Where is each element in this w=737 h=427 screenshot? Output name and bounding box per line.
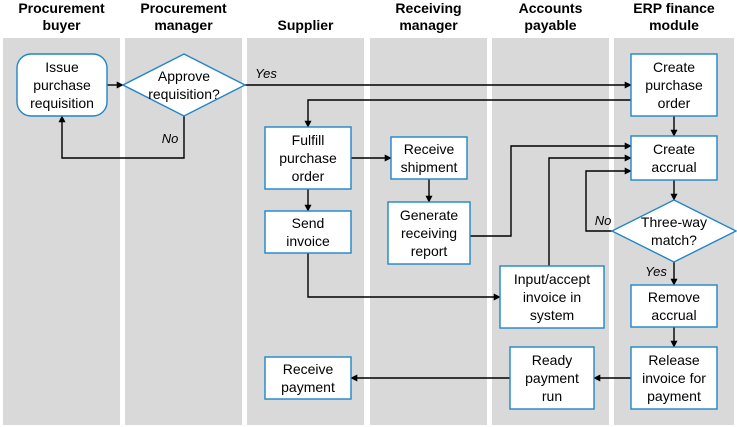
edge-label-text: Yes	[645, 264, 667, 279]
lane-header-text: Accounts	[519, 0, 583, 16]
lane-header-text: Supplier	[277, 17, 334, 33]
edge-generate-report-to-create-accrual	[470, 142, 632, 237]
node-fulfill-purchase-order: Fulfill purchase order	[264, 126, 352, 190]
node-release-invoice-for-payment: Release invoice for payment	[630, 346, 718, 410]
process-box	[390, 136, 468, 180]
node-create-purchase-order: Create purchase order	[630, 53, 718, 117]
node-label-text: shipment	[401, 159, 458, 175]
node-label-text: payment	[647, 388, 701, 404]
node-create-accrual: Create accrual	[630, 135, 718, 181]
process-box	[264, 126, 352, 190]
edge-label-text: No	[162, 131, 179, 146]
node-label-text: order	[292, 168, 325, 184]
node-receive-shipment: Receive shipment	[390, 136, 468, 180]
lane-header-text: Procurement	[18, 0, 105, 16]
decision-diamond	[610, 199, 737, 263]
node-label-text: Fulfill	[292, 132, 325, 148]
process-box	[630, 53, 718, 117]
process-box	[264, 356, 352, 400]
node-label-text: payment	[281, 379, 335, 395]
node-label-text: payment	[525, 370, 579, 386]
node-issue-purchase-requisition: Issue purchase requisition	[16, 53, 108, 117]
edge-label-text: No	[595, 213, 612, 228]
start-terminal	[16, 53, 108, 117]
connector-arrow	[307, 253, 501, 301]
node-send-invoice: Send invoice	[264, 210, 352, 254]
process-box	[264, 210, 352, 254]
process-box	[630, 284, 718, 328]
node-label-text: Create	[653, 141, 695, 157]
edge-approve-no-to-issue: No	[58, 115, 185, 159]
node-label-text: match?	[651, 232, 697, 248]
node-label-text: run	[542, 388, 562, 404]
connector-arrow	[58, 115, 185, 159]
node-label-text: purchase	[279, 150, 337, 166]
process-box	[509, 346, 595, 410]
edge-send-invoice-to-input-accept	[307, 253, 501, 301]
node-label-text: Input/accept	[514, 271, 590, 287]
lane-header-text: Receiving	[395, 0, 461, 16]
node-label-text: Remove	[648, 289, 700, 305]
node-label-text: Release	[648, 352, 700, 368]
node-label-text: order	[658, 95, 691, 111]
node-label-text: Create	[653, 59, 695, 75]
process-box	[630, 135, 718, 181]
edge-approve-yes-to-create-po: Yes	[245, 66, 632, 89]
node-label-text: Send	[292, 215, 325, 231]
node-input-accept-invoice: Input/accept invoice in system	[499, 265, 605, 329]
node-label-text: Generate	[400, 207, 459, 223]
node-generate-receiving-report: Generate receiving report	[387, 201, 471, 265]
node-label-text: requisition	[30, 95, 94, 111]
node-receive-payment: Receive payment	[264, 356, 352, 400]
node-label-text: system	[530, 307, 574, 323]
lane-header-text: Procurement	[140, 0, 227, 16]
lane-header-text: ERP finance	[633, 0, 715, 16]
connector-arrow	[304, 99, 717, 128]
process-box	[630, 346, 718, 410]
node-label-text: receiving	[401, 225, 457, 241]
node-label-text: purchase	[33, 77, 91, 93]
connector-arrow	[470, 142, 632, 237]
node-label-text: requisition?	[148, 86, 220, 102]
process-box	[387, 201, 471, 265]
node-label-text: Issue	[45, 59, 79, 75]
lane-header-text: payable	[524, 17, 576, 33]
node-label-text: Ready	[532, 352, 572, 368]
edge-create-po-to-fulfill	[304, 99, 717, 128]
node-ready-payment-run: Ready payment run	[509, 346, 595, 410]
connector-arrow	[585, 167, 632, 232]
node-three-way-match: Three-way match?	[610, 199, 737, 263]
lane-header-text: module	[649, 17, 699, 33]
node-label-text: Receive	[283, 361, 334, 377]
node-label-text: Three-way	[641, 214, 707, 230]
node-label-text: report	[411, 243, 448, 259]
edge-input-accept-to-create-accrual	[548, 154, 632, 266]
lane-header-text: manager	[399, 17, 458, 33]
lane-header-text: manager	[154, 17, 213, 33]
node-label-text: accrual	[651, 307, 696, 323]
process-box	[499, 265, 605, 329]
edge-three-way-yes-to-remove-accrual: Yes	[645, 262, 678, 286]
node-label-text: purchase	[645, 77, 703, 93]
node-label-text: invoice for	[642, 370, 706, 386]
node-remove-accrual: Remove accrual	[630, 284, 718, 328]
node-label-text: invoice	[286, 233, 330, 249]
node-label-text: accrual	[651, 159, 696, 175]
node-label-text: Receive	[404, 141, 455, 157]
node-label-text: invoice in	[523, 289, 581, 305]
lane-header-text: buyer	[42, 17, 81, 33]
connector-arrow	[548, 154, 632, 266]
edge-label-text: Yes	[255, 66, 277, 81]
node-label-text: Approve	[158, 68, 210, 84]
edge-three-way-no-to-create-accrual: No	[585, 167, 632, 232]
decision-diamond	[121, 53, 247, 117]
node-approve-requisition: Approve requisition?	[121, 53, 247, 117]
